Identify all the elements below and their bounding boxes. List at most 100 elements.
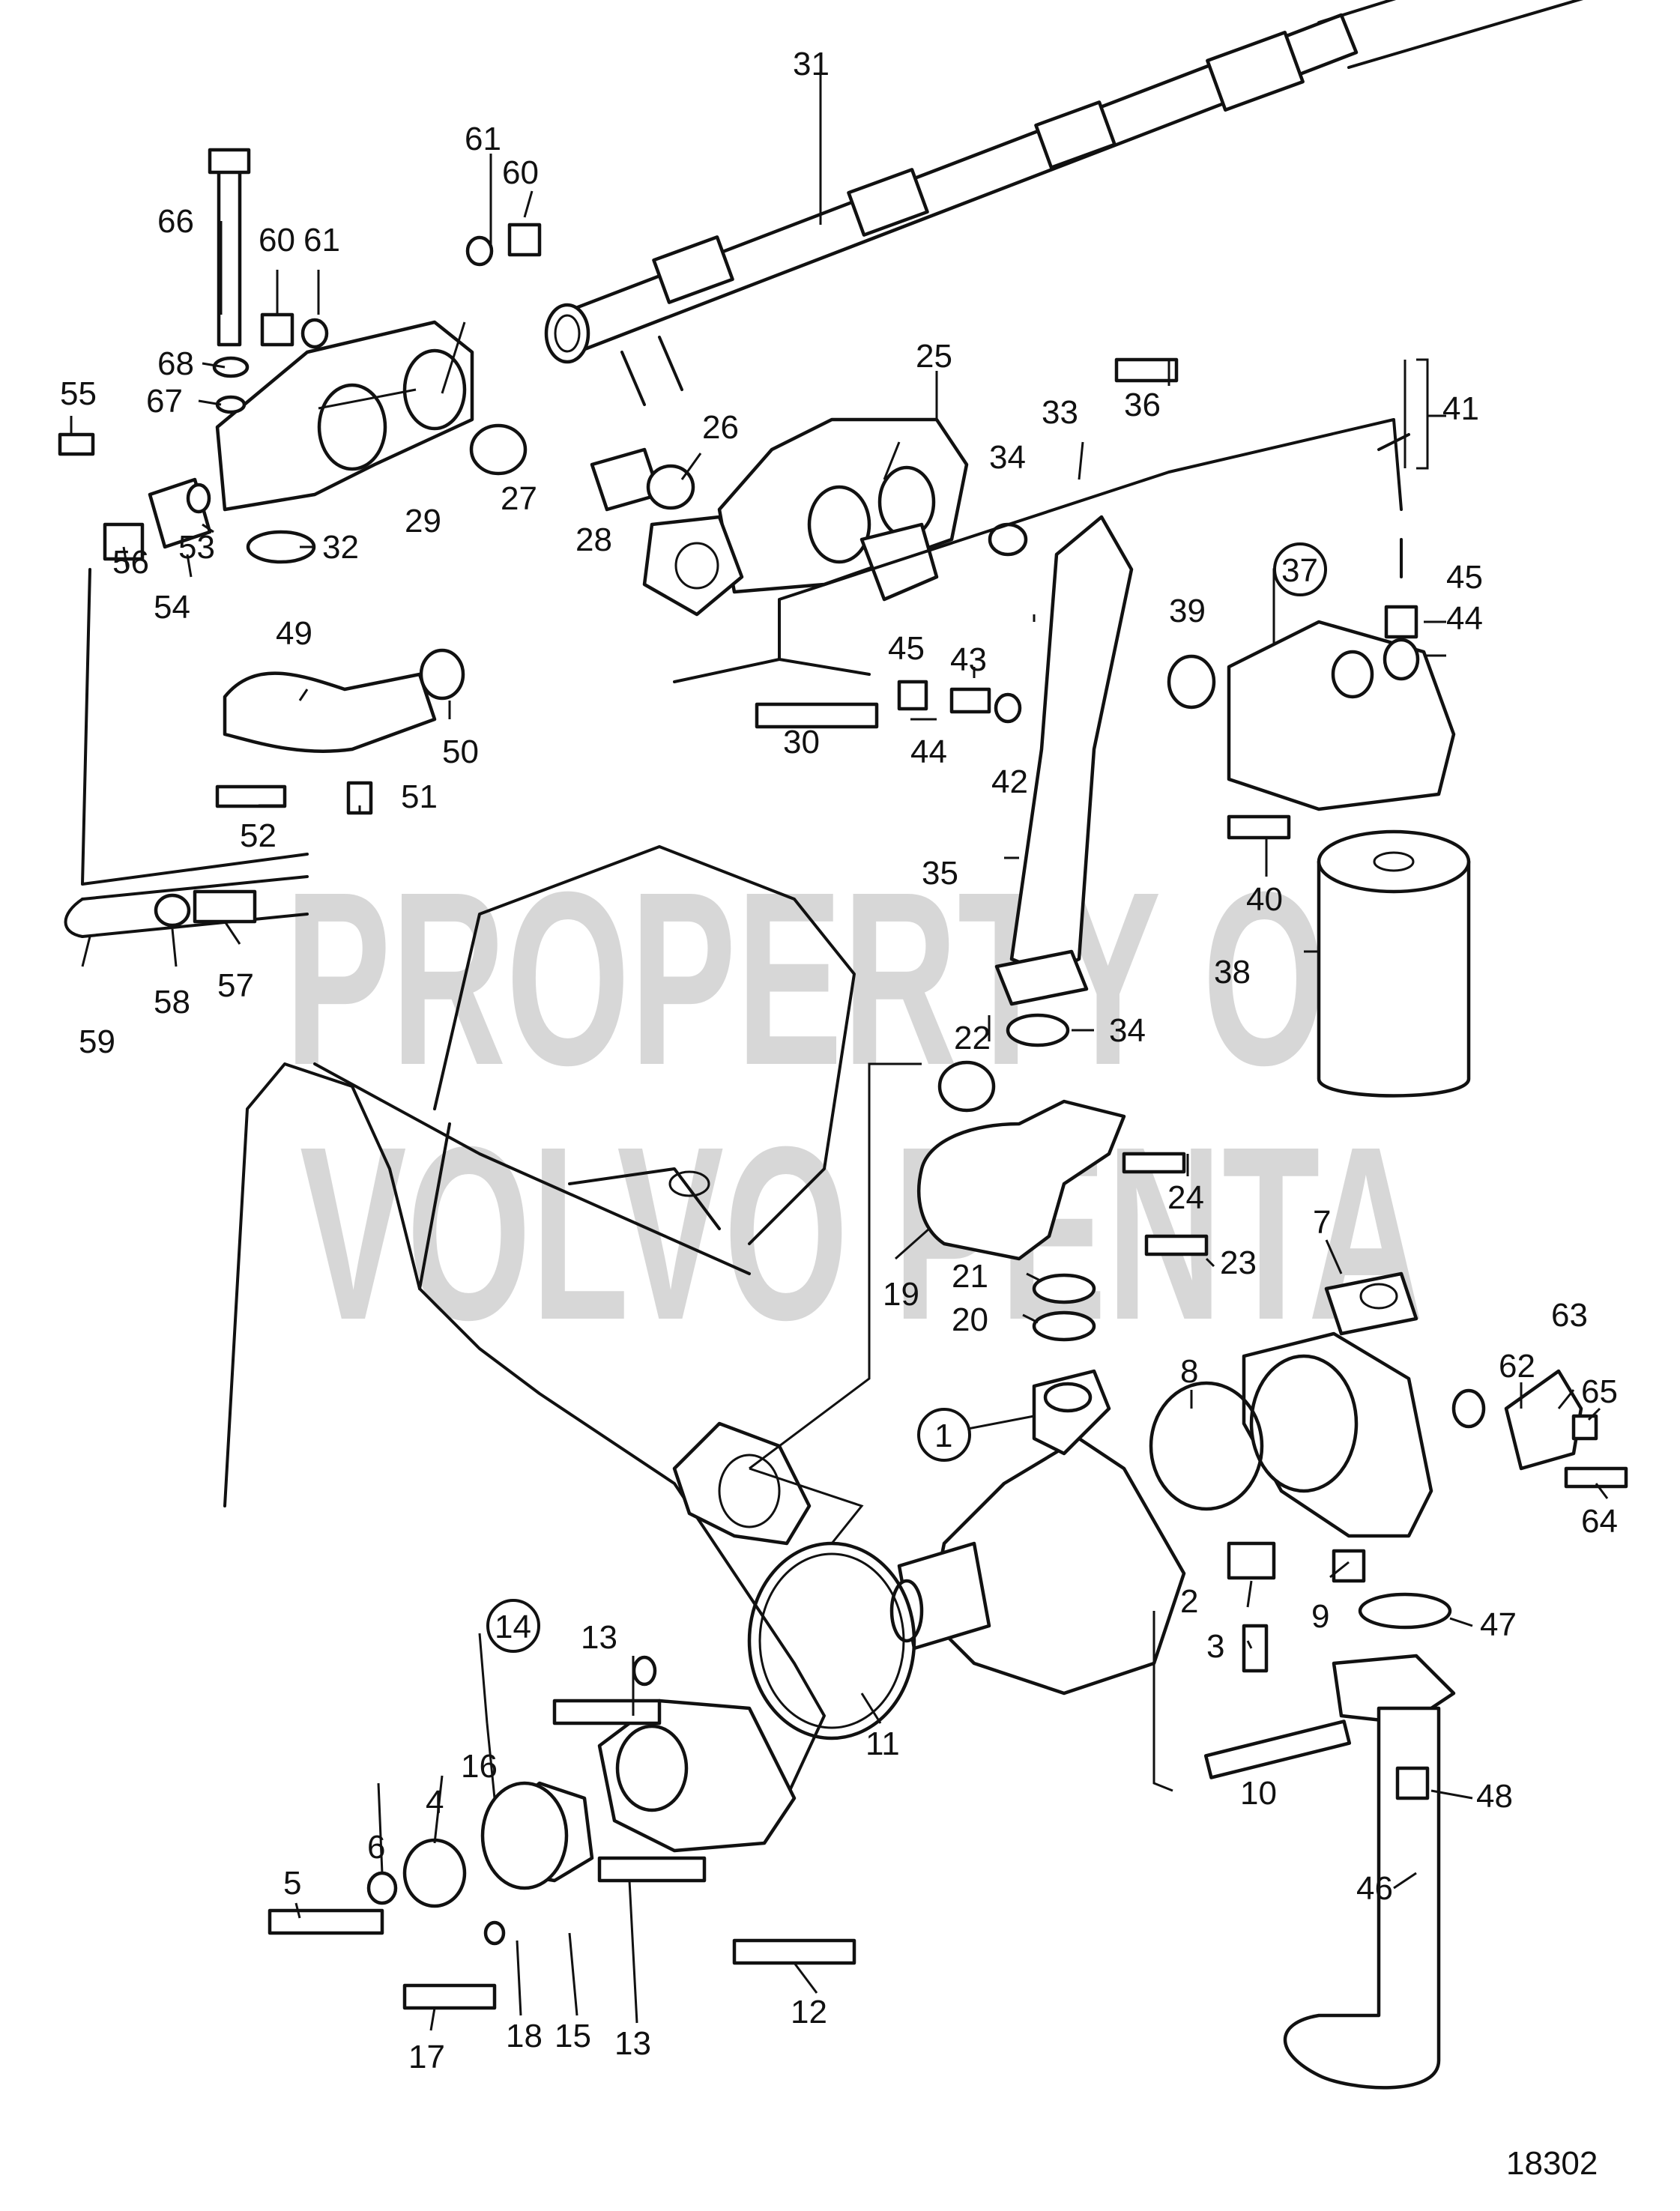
callout-66: 66 [157, 203, 194, 240]
callout-8: 8 [1180, 1353, 1198, 1390]
bolt-36 [1114, 357, 1179, 383]
gasket-11-inner [758, 1552, 905, 1729]
callout-68: 68 [157, 345, 194, 382]
nut-45b [897, 680, 928, 711]
callout-18: 18 [506, 2018, 543, 2054]
callout-25: 25 [916, 338, 952, 375]
exhaust-manifold [642, 417, 969, 617]
callout-9: 9 [1311, 1598, 1329, 1635]
mounting-plate [672, 1421, 812, 1546]
callout-45b: 45 [888, 630, 925, 667]
callout-circle-1 [917, 1408, 971, 1462]
callout-17: 17 [408, 2039, 445, 2075]
fuel-line [778, 418, 1410, 676]
callout-12: 12 [791, 1994, 827, 2030]
thermostat-housing [215, 320, 474, 512]
callout-6: 6 [367, 1829, 385, 1866]
callout-22: 22 [954, 1020, 991, 1056]
callout-53: 53 [178, 529, 215, 566]
fittings-2-3 [1227, 1541, 1276, 1673]
callout-58: 58 [154, 984, 190, 1020]
callout-65: 65 [1581, 1373, 1618, 1410]
callout-37: 37 [1281, 552, 1318, 589]
callout-5: 5 [283, 1865, 301, 1902]
bolt-66 [208, 148, 251, 414]
callout-44a: 44 [1446, 600, 1483, 637]
callout-36: 36 [1124, 387, 1161, 423]
gasket-27 [469, 423, 528, 476]
diagram-number: 18302 [1506, 2145, 1598, 2182]
callout-26: 26 [702, 409, 739, 446]
leader-lines [70, 71, 1609, 2031]
fuel-filter-38 [1317, 829, 1471, 1098]
water-pump [889, 1369, 1186, 1696]
callouts: 1 2 3 4 5 6 7 8 9 10 11 12 13 13 14 15 1… [60, 46, 1618, 2075]
callout-51: 51 [401, 778, 438, 815]
callout-1: 1 [934, 1418, 952, 1454]
callout-circle-14 [486, 1599, 540, 1653]
callout-7: 7 [1313, 1204, 1331, 1241]
callout-15: 15 [555, 2018, 591, 2054]
callout-54: 54 [154, 589, 190, 626]
gasket-11 [747, 1541, 916, 1740]
callout-21: 21 [952, 1258, 988, 1295]
nut-45 [1384, 605, 1418, 639]
callout-30: 30 [783, 724, 820, 760]
callout-34b: 34 [1109, 1012, 1146, 1049]
callout-16: 16 [461, 1748, 498, 1785]
callout-56: 56 [112, 544, 149, 581]
callout-24: 24 [1167, 1179, 1204, 1216]
callout-44b: 44 [910, 734, 947, 770]
washer-42 [994, 692, 1022, 724]
callout-59: 59 [79, 1023, 115, 1060]
callout-47: 47 [1480, 1606, 1517, 1643]
callout-63: 63 [1551, 1297, 1588, 1334]
callout-4: 4 [426, 1784, 444, 1821]
callout-3: 3 [1206, 1628, 1224, 1665]
callout-13b: 13 [614, 2025, 651, 2062]
callout-55: 55 [60, 375, 97, 412]
callout-60b: 60 [259, 222, 295, 258]
bolt-10 [1203, 1720, 1352, 1779]
callout-27: 27 [501, 480, 537, 517]
callout-67: 67 [146, 383, 183, 420]
callout-28: 28 [575, 521, 612, 558]
callout-41: 41 [1442, 390, 1479, 427]
callout-39: 39 [1169, 593, 1206, 629]
callout-40: 40 [1246, 881, 1283, 918]
callout-61b: 61 [303, 222, 340, 258]
callout-33: 33 [1042, 394, 1078, 431]
callout-46: 46 [1356, 1870, 1393, 1907]
pump-housing-7 [1149, 1271, 1433, 1538]
callout-29: 29 [405, 503, 441, 539]
coolant-pipe-49 [215, 648, 465, 815]
camshaft [544, 0, 1584, 406]
callout-60a: 60 [502, 154, 539, 191]
callout-11: 11 [865, 1725, 900, 1762]
callout-10: 10 [1240, 1775, 1277, 1812]
callout-13a: 13 [581, 1619, 617, 1656]
callout-42: 42 [991, 763, 1028, 800]
coolant-pipe-33 [988, 515, 1134, 1047]
callout-2: 2 [1180, 1583, 1198, 1620]
callout-20: 20 [952, 1301, 988, 1338]
callout-32: 32 [322, 529, 359, 566]
callout-35: 35 [922, 855, 958, 892]
callout-43: 43 [950, 641, 987, 678]
callout-62: 62 [1499, 1348, 1535, 1385]
callout-38: 38 [1214, 954, 1251, 990]
coolant-pipe-19 [917, 1060, 1209, 1342]
callout-48: 48 [1476, 1778, 1513, 1815]
fuel-filter-bracket [1167, 620, 1456, 840]
bolt-30 [755, 702, 879, 729]
callout-49: 49 [276, 615, 312, 652]
engine-block [223, 845, 856, 1815]
callout-64: 64 [1581, 1503, 1618, 1540]
callout-61a: 61 [465, 121, 501, 157]
callout-14: 14 [495, 1609, 531, 1645]
callout-23: 23 [1220, 1244, 1257, 1281]
callout-31: 31 [793, 46, 830, 82]
callout-52: 52 [240, 817, 277, 854]
